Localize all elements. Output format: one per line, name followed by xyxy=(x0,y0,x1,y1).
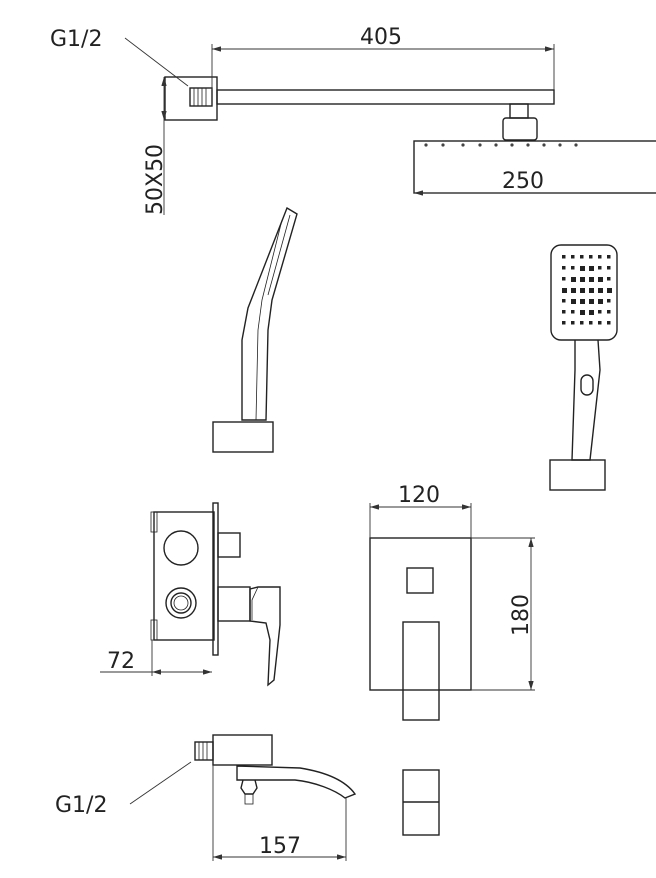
nozzle-dot xyxy=(580,299,585,304)
nozzle-dot xyxy=(562,321,566,325)
nozzle-dot xyxy=(598,266,602,270)
nozzle-dot xyxy=(571,310,575,314)
nozzle-dot xyxy=(562,277,566,281)
nozzle-dot xyxy=(607,266,611,270)
nozzle-dot xyxy=(562,310,566,314)
dimension-72 xyxy=(100,640,212,676)
label-405: 405 xyxy=(360,25,402,50)
nozzle-dot xyxy=(598,310,602,314)
nozzle-dot xyxy=(571,266,575,270)
nozzle-dot xyxy=(607,321,611,325)
nozzle-dot xyxy=(598,288,603,293)
nozzle-dot xyxy=(589,288,594,293)
hand-shower-front xyxy=(549,244,618,491)
nozzle-dot xyxy=(589,277,594,282)
nozzle-dot xyxy=(580,288,585,293)
nozzle-dot xyxy=(571,255,575,259)
nozzle-dot xyxy=(598,277,603,282)
nozzle-dot xyxy=(589,255,593,259)
hand-shower-side xyxy=(212,206,298,453)
label-157: 157 xyxy=(259,834,301,859)
nozzle-dot xyxy=(598,321,602,325)
nozzle-dot xyxy=(562,266,566,270)
label-g12-top: G1/2 xyxy=(50,27,102,52)
nozzle-dot xyxy=(571,321,575,325)
valve-side xyxy=(150,502,281,687)
nozzle-dot xyxy=(598,255,602,259)
nozzle-dot xyxy=(571,277,576,282)
nozzle-dot xyxy=(580,310,585,315)
nozzle-dot xyxy=(571,288,576,293)
nozzle-dot xyxy=(562,255,566,259)
nozzle-dot xyxy=(562,299,566,303)
label-50x50: 50X50 xyxy=(143,144,168,215)
label-120: 120 xyxy=(398,483,440,508)
shower-arm xyxy=(164,76,656,194)
label-72: 72 xyxy=(107,649,135,674)
diverter-front xyxy=(402,769,440,836)
nozzle-dot xyxy=(607,299,611,303)
nozzle-dot xyxy=(562,288,567,293)
nozzle-dot xyxy=(580,321,584,325)
nozzle-dot xyxy=(607,277,611,281)
nozzle-dot xyxy=(580,277,585,282)
nozzle-dot xyxy=(607,288,612,293)
nozzle-dot xyxy=(580,255,584,259)
nozzle-dot xyxy=(598,299,603,304)
nozzle-dot xyxy=(589,321,593,325)
valve-front-plate xyxy=(369,503,535,721)
nozzle-dot xyxy=(589,310,594,315)
nozzle-dot xyxy=(571,299,576,304)
nozzle-dot xyxy=(580,266,585,271)
label-250: 250 xyxy=(502,169,544,194)
nozzle-dot xyxy=(607,310,611,314)
leader-line-top xyxy=(124,37,189,87)
nozzle-dot xyxy=(589,266,594,271)
bath-spout xyxy=(129,734,357,861)
label-g12-bottom: G1/2 xyxy=(55,793,107,818)
nozzle-dot xyxy=(607,255,611,259)
dimension-405 xyxy=(211,44,555,90)
label-180: 180 xyxy=(509,594,534,636)
nozzle-dot xyxy=(589,299,594,304)
